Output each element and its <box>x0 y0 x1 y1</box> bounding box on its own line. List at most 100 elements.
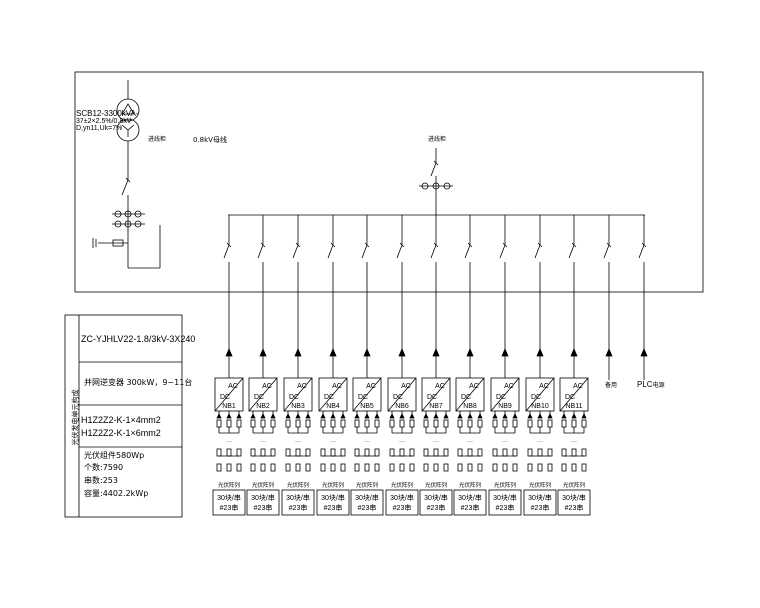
pv-array-box <box>281 489 315 516</box>
pv-array-label: 光伏阵列 <box>356 481 379 489</box>
string-ellipsis: ··· <box>537 439 543 445</box>
pv-array-box <box>350 489 384 516</box>
inverter-name: NB7 <box>429 403 443 410</box>
inverter-dc-label: DC <box>496 394 506 401</box>
inverter-name: NB3 <box>291 403 305 410</box>
legend-dc-cable-1: H1Z2Z2-K-1×4mm2 <box>81 415 161 425</box>
inverter-name: NB1 <box>222 403 236 410</box>
pv-array-label: 光伏阵列 <box>529 481 552 489</box>
inverter-name: NB6 <box>395 403 409 410</box>
feeder-arrow <box>466 347 474 357</box>
pv-array-strings: #23串 <box>393 504 412 512</box>
pv-array-modules: 30块/串 <box>321 493 345 502</box>
plc-label-suffix: 电源 <box>652 382 665 389</box>
transformer-voltage: 37±2×2.5%/0.8kV <box>76 118 132 125</box>
pv-array-box <box>488 489 522 516</box>
inverter-name: NB2 <box>256 403 270 410</box>
pv-array-modules: 30块/串 <box>217 493 241 502</box>
inverter-dc-label: DC <box>427 394 437 401</box>
legend-inverter: 并网逆变器 300kW，9~11台 <box>84 378 193 387</box>
pv-array-box <box>385 489 419 516</box>
inverter-dc-label: DC <box>254 394 264 401</box>
string-ellipsis: ··· <box>260 439 266 445</box>
pv-array-strings: #23串 <box>496 504 515 512</box>
inverter-dc-label: DC <box>220 394 230 401</box>
inverter-ac-label: AC <box>539 383 549 390</box>
inverter-ac-label: AC <box>401 383 411 390</box>
pv-array-strings: #23串 <box>531 504 550 512</box>
string-ellipsis: ··· <box>364 439 370 445</box>
legend-strings: 串数:253 <box>84 476 118 485</box>
feeder-arrow <box>501 347 509 357</box>
string-ellipsis: ··· <box>502 439 508 445</box>
inverter-name: NB10 <box>531 403 549 410</box>
pv-array-strings: #23串 <box>254 504 273 512</box>
pv-array-box <box>453 489 487 516</box>
feeder-arrow <box>294 347 302 357</box>
pv-array-strings: #23串 <box>358 504 377 512</box>
inverter-ac-label: AC <box>366 383 376 390</box>
pv-array-label: 光伏阵列 <box>252 481 275 489</box>
transformer-model: SCB12-3300kVA- <box>76 109 139 118</box>
incoming-cabinet-label: 进线柜 <box>148 136 167 143</box>
cabinet-frame <box>74 71 704 293</box>
inverter-name: NB4 <box>326 403 340 410</box>
legend-module: 光伏组件580Wp <box>84 451 145 460</box>
pv-array-label: 光伏阵列 <box>322 481 345 489</box>
pv-array-modules: 30块/串 <box>251 493 275 502</box>
pv-array-strings: #23串 <box>427 504 446 512</box>
outgoing-cabinet-label: 进线柜 <box>428 136 447 143</box>
pv-array-modules: 30块/串 <box>528 493 552 502</box>
transformer-symbol <box>116 80 140 180</box>
inverter-dc-label: DC <box>393 394 403 401</box>
inverter-ac-label: AC <box>332 383 342 390</box>
feeder-arrow <box>398 347 406 357</box>
pv-array-box <box>316 489 350 516</box>
pv-array-modules: 30块/串 <box>562 493 586 502</box>
plc-label-text: PLC <box>637 380 653 389</box>
feeder-arrow <box>605 347 613 357</box>
feeder-arrow <box>329 347 337 357</box>
inverter-ac-label: AC <box>469 383 479 390</box>
feeder-arrow <box>536 347 544 357</box>
inverter-name: NB5 <box>360 403 374 410</box>
pv-array-label: 光伏阵列 <box>459 481 482 489</box>
legend-capacity: 容量:4402.2kWp <box>84 489 149 498</box>
pv-array-label: 光伏阵列 <box>563 481 586 489</box>
pv-array-label: 光伏阵列 <box>287 481 310 489</box>
pv-array-box <box>523 489 557 516</box>
inverter-ac-label: AC <box>504 383 514 390</box>
inverter-dc-label: DC <box>324 394 334 401</box>
busbar-voltage-label: 0.8kV母线 <box>193 136 227 144</box>
incomer-feeder-symbol <box>419 148 453 215</box>
transformer-connection: D,yn11,Uk=7% <box>76 125 123 132</box>
string-ellipsis: ··· <box>467 439 473 445</box>
pv-array-strings: #23串 <box>324 504 343 512</box>
pv-array-strings: #23串 <box>565 504 584 512</box>
legend-vertical-title: 光伏发电单元构成 <box>71 389 80 446</box>
pv-array-strings: #23串 <box>220 504 239 512</box>
pv-array-box <box>212 489 246 516</box>
pv-array-label: 光伏阵列 <box>391 481 414 489</box>
inverter-dc-label: DC <box>358 394 368 401</box>
inverter-name: NB9 <box>498 403 512 410</box>
string-ellipsis: ··· <box>330 439 336 445</box>
string-ellipsis: ··· <box>226 439 232 445</box>
pv-array-label: 光伏阵列 <box>494 481 517 489</box>
legend-table <box>64 314 183 518</box>
feeder-arrow <box>570 347 578 357</box>
inverter-ac-label: AC <box>435 383 445 390</box>
inverter-name: NB11 <box>566 403 583 410</box>
earth-switch-symbol <box>92 238 128 248</box>
pv-array-modules: 30块/串 <box>458 493 482 502</box>
legend-cable: ZC-YJHLV22-1.8/3kV-3X240 <box>81 334 196 344</box>
incoming-breaker-symbol <box>121 177 161 269</box>
pv-array-modules: 30块/串 <box>390 493 414 502</box>
inverter-ac-label: AC <box>228 383 238 390</box>
pv-array-modules: 30块/串 <box>493 493 517 502</box>
pv-array-modules: 30块/串 <box>355 493 379 502</box>
string-ellipsis: ··· <box>295 439 301 445</box>
inverter-ac-label: AC <box>262 383 272 390</box>
inverter-dc-label: DC <box>531 394 541 401</box>
